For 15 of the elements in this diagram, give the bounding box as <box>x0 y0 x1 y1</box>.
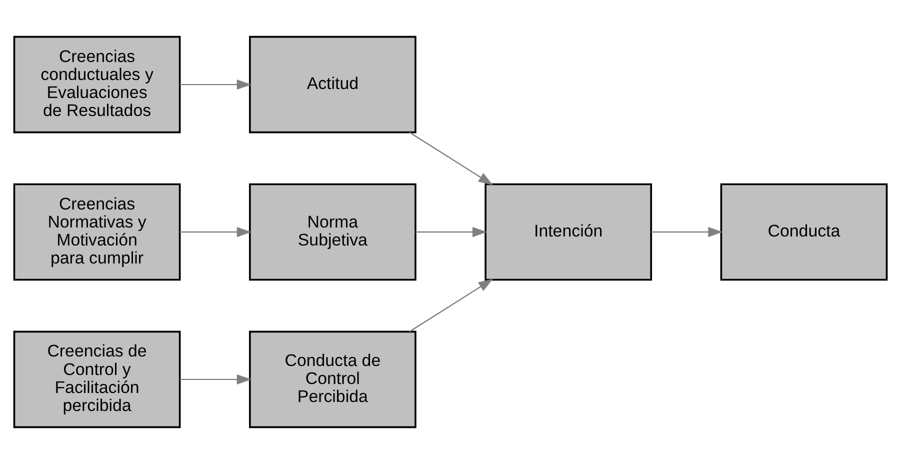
node-box: Conducta de Control Percibida <box>248 330 416 428</box>
arrow <box>179 226 251 238</box>
node-box: Creencias conductuales y Evaluaciones de Resultados <box>12 36 180 134</box>
node-box: Creencias de Control y Facilitación percibida <box>12 330 180 428</box>
arrow <box>179 79 251 90</box>
node-box: Actitud <box>248 36 416 134</box>
node-box: Creencias Normativas y Motivación para cumplir <box>12 183 180 281</box>
arrow <box>408 132 492 186</box>
arrow <box>408 278 492 332</box>
node-box: Norma Subjetiva <box>248 183 416 281</box>
node-box: Intención <box>484 183 652 281</box>
node-box: Conducta <box>720 183 888 281</box>
arrow <box>414 226 487 238</box>
arrow <box>179 374 251 385</box>
arrow <box>650 226 722 238</box>
